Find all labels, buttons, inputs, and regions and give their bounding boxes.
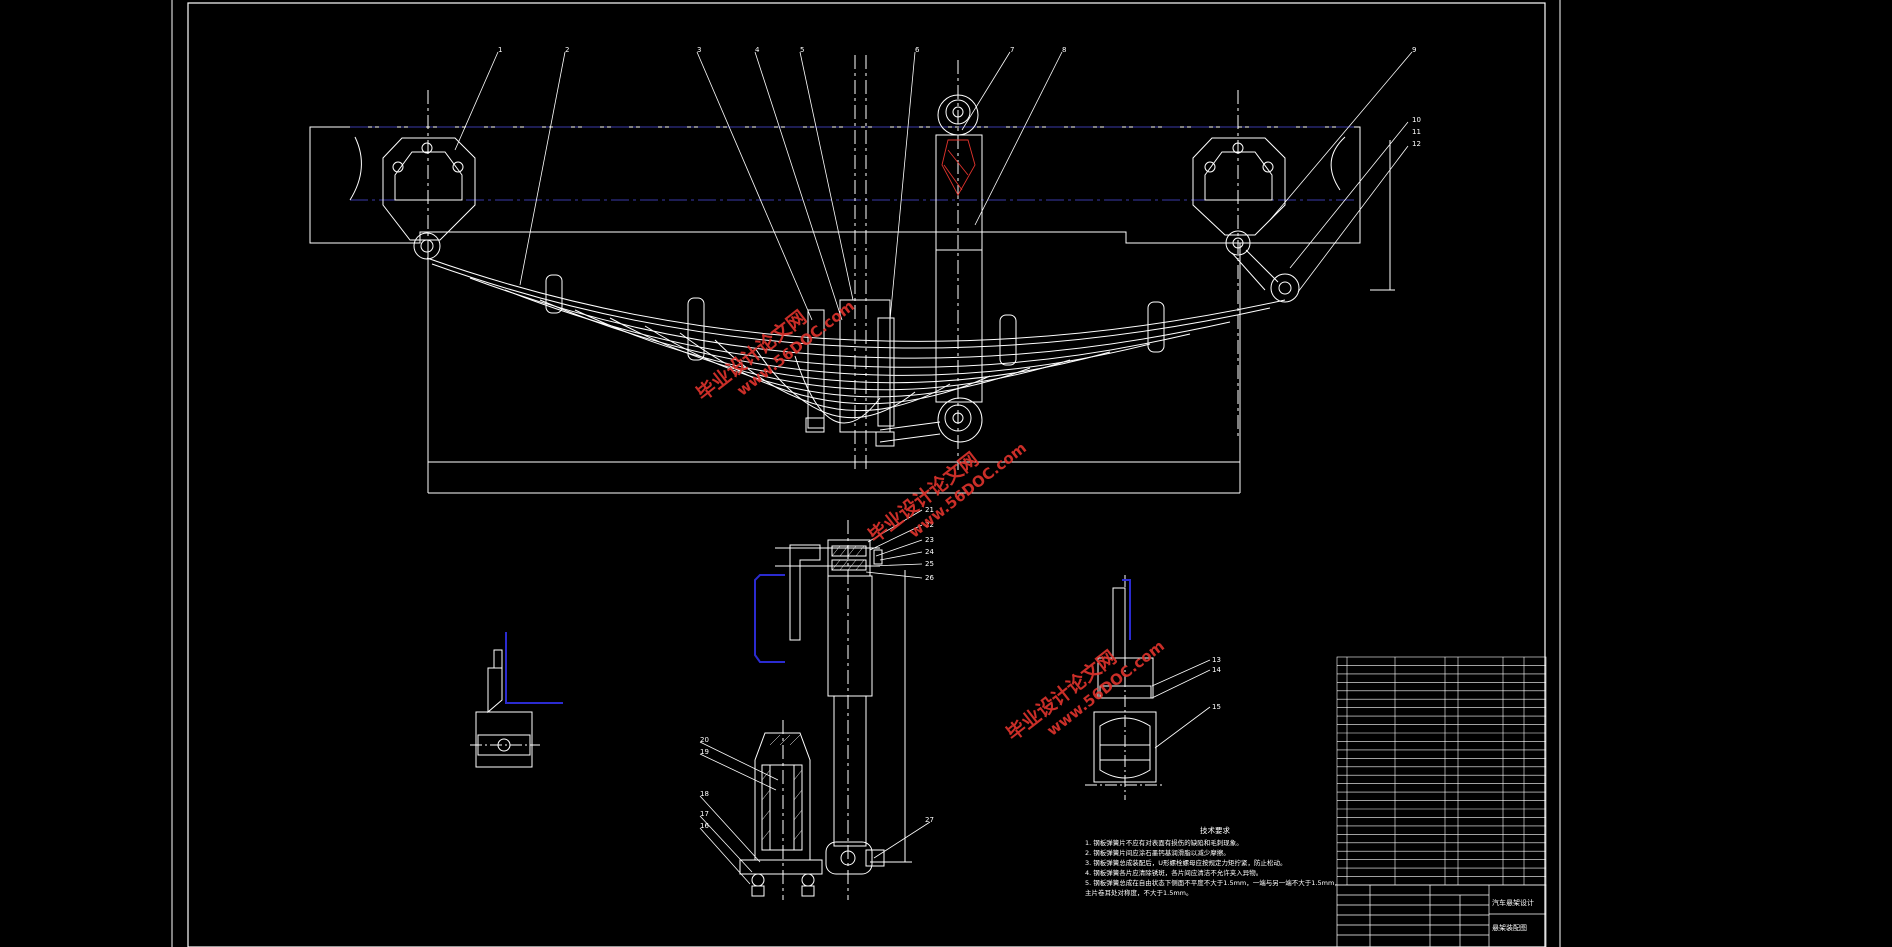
balloon-21: 21: [925, 506, 934, 514]
balloon-11: 11: [1412, 128, 1421, 136]
balloon-24: 24: [925, 548, 934, 556]
note-line: 3. 钢板弹簧总成装配后，U形螺栓螺母应按规定力矩拧紧，防止松动。: [1085, 859, 1287, 867]
note-line: 5. 钢板弹簧总成在自由状态下侧面不平度不大于1.5mm，一端与另一端不大于1.…: [1085, 879, 1341, 887]
shock-hatching: [761, 545, 865, 841]
shock-absorber-detail: [739, 520, 912, 900]
balloon-16: 16: [700, 822, 709, 830]
balloon-19: 19: [700, 748, 709, 756]
note-line: 1. 钢板弹簧片不应有对表面有损伤的缺陷和毛刺现象。: [1085, 839, 1243, 847]
channel-profile-right: [1122, 579, 1131, 640]
balloon-6: 6: [915, 46, 920, 54]
balloon-1: 1: [498, 46, 502, 54]
balloon-18: 18: [700, 790, 709, 798]
balloon-7: 7: [1010, 46, 1014, 54]
balloon-3: 3: [697, 46, 701, 54]
balloon-13: 13: [1212, 656, 1221, 664]
channel-profile-shock: [754, 574, 785, 663]
balloon-9: 9: [1412, 46, 1416, 54]
leader-lines: [454, 51, 1413, 321]
technical-requirements: 技术要求 1. 钢板弹簧片不应有对表面有损伤的缺陷和毛刺现象。 2. 钢板弹簧片…: [1085, 826, 1345, 898]
company-name: 汽车悬架设计: [1492, 898, 1534, 907]
balloon-12: 12: [1412, 140, 1421, 148]
left-section-view: [470, 649, 540, 768]
note-line: 主片卷耳处对称度，不大于1.5mm。: [1085, 889, 1193, 897]
notes-title: 技术要求: [1200, 826, 1230, 835]
balloon-27: 27: [925, 816, 934, 824]
shock-mount-section: [941, 139, 976, 196]
balloon-4: 4: [755, 46, 760, 54]
leaf-spring-assembly: [309, 55, 1395, 494]
note-line: 4. 钢板弹簧各片应清除锈斑，各片间应清洁不允许夹入异物。: [1085, 869, 1263, 877]
right-section-view: [1085, 575, 1165, 800]
balloon-8: 8: [1062, 46, 1066, 54]
title-block: [1336, 884, 1547, 947]
drawing-frame: [171, 0, 1561, 947]
balloon-23: 23: [925, 536, 934, 544]
balloon-15: 15: [1212, 703, 1221, 711]
title-block-text: 汽车悬架设计 悬架装配图: [1492, 898, 1534, 932]
balloon-5: 5: [800, 46, 804, 54]
right-leaders: [1151, 659, 1211, 749]
note-line: 2. 钢板弹簧片间应涂石墨钙基润滑脂以减少摩擦。: [1085, 849, 1230, 857]
balloon-22: 22: [925, 521, 934, 529]
balloon-26: 26: [925, 574, 934, 582]
balloon-14: 14: [1212, 666, 1221, 674]
balloon-2: 2: [565, 46, 569, 54]
right-balloons: 13 14 15: [1212, 656, 1221, 711]
balloon-17: 17: [700, 810, 709, 818]
balloon-25: 25: [925, 560, 934, 568]
channel-profile-left: [505, 632, 563, 704]
shock-balloons: 21 22 23 24 25 26 20 19 18 17 16 27: [700, 506, 934, 830]
balloon-10: 10: [1412, 116, 1421, 124]
drawing-title: 悬架装配图: [1492, 923, 1527, 932]
parts-list-table: [1336, 656, 1547, 886]
top-balloons: 1 2 3 4 5 6 7 8 9 10 11 12: [498, 46, 1421, 148]
shock-leaders: [699, 509, 931, 885]
balloon-20: 20: [700, 736, 709, 744]
